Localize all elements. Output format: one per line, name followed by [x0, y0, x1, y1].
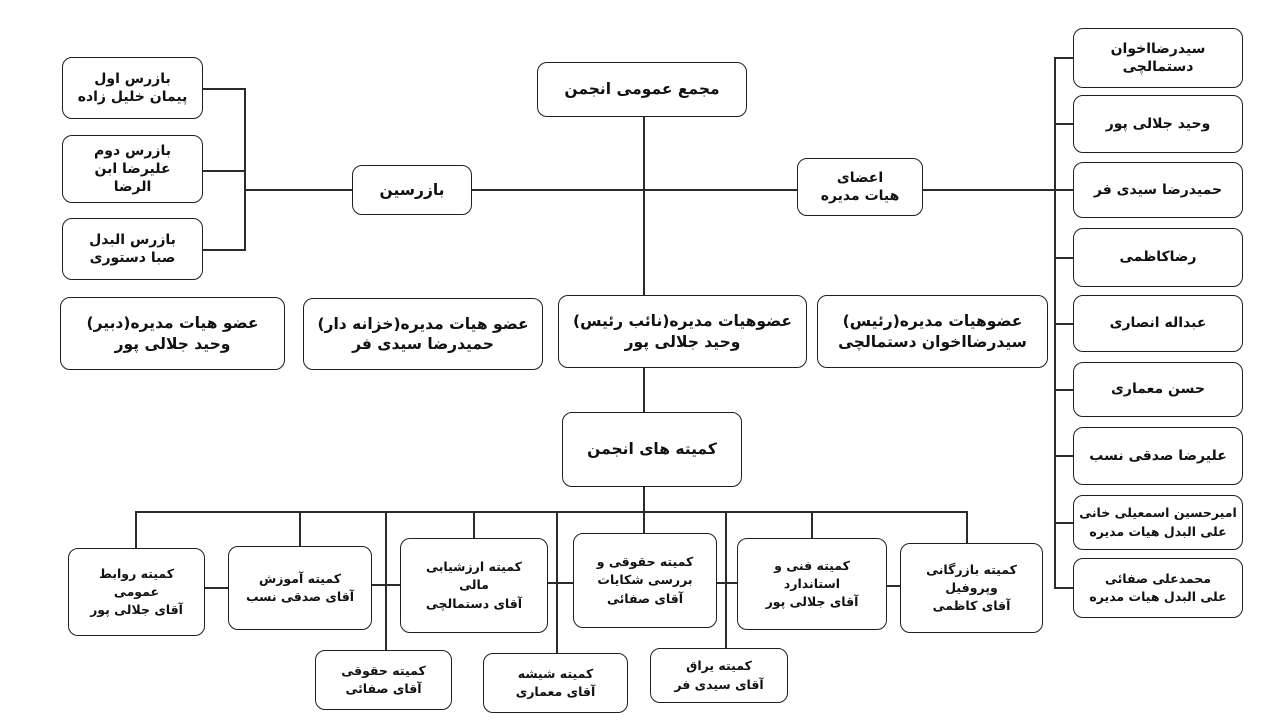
connector-line: [1055, 123, 1074, 125]
box-committee-commerce-profile: کمیته بازرگانی وپروفیل آقای کاظمی: [900, 543, 1043, 633]
box-inspectors-label: بازرسین: [352, 165, 472, 215]
connector-line: [1055, 455, 1074, 457]
box-board-member-6: حسن معماری: [1073, 362, 1243, 417]
connector-line: [136, 511, 968, 513]
connector-line: [203, 249, 245, 251]
connector-line: [717, 582, 737, 584]
connector-line: [1055, 522, 1074, 524]
box-committee-legal: کمیته حقوقی آقای صفائی: [315, 650, 452, 710]
box-committee-glass: کمیته شیشه آقای معماری: [483, 653, 628, 713]
box-officer-vice-president: عضوهیات مدیره(نائب رئیس) وحید جلالی پور: [558, 295, 807, 368]
connector-line: [135, 511, 137, 548]
connector-line: [385, 511, 387, 650]
connector-line: [244, 88, 246, 251]
connector-line: [887, 585, 900, 587]
connector-line: [1055, 389, 1074, 391]
box-officer-treasurer: عضو هیات مدیره(خزانه دار) حمیدرضا سیدی ف…: [303, 298, 543, 370]
box-inspector-second: بازرس دوم علیرضا ابن الرضا: [62, 135, 203, 203]
box-inspector-substitute: بازرس البدل صبا دستوری: [62, 218, 203, 280]
connector-line: [203, 170, 245, 172]
box-committee-legal-complaints: کمیته حقوقی و بررسی شکایات آقای صفائی: [573, 533, 717, 628]
box-committee-fittings: کمیته یراق آقای سیدی فر: [650, 648, 788, 703]
box-board-member-3: حمیدرضا سیدی فر: [1073, 162, 1243, 218]
connector-line: [205, 587, 228, 589]
box-board-member-7: علیرضا صدقی نسب: [1073, 427, 1243, 485]
connector-line: [473, 511, 475, 538]
connector-line: [1055, 57, 1074, 59]
connector-line: [643, 487, 645, 513]
connector-line: [548, 582, 573, 584]
connector-line: [1055, 323, 1074, 325]
box-inspector-first: بازرس اول پیمان خلیل زاده: [62, 57, 203, 119]
box-board-member-4: رضاکاظمی: [1073, 228, 1243, 287]
connector-line: [372, 584, 400, 586]
connector-line: [643, 511, 645, 533]
box-board-member-8: امیرحسین اسمعیلی خانی علی البدل هیات مدی…: [1073, 495, 1243, 550]
box-board-member-5: عبداله انصاری: [1073, 295, 1243, 352]
box-board-member-9: محمدعلی صفائی علی البدل هیات مدیره: [1073, 558, 1243, 618]
connector-line: [725, 511, 727, 648]
box-committees-label: کمیته های انجمن: [562, 412, 742, 487]
connector-line: [923, 189, 1055, 191]
connector-line: [299, 511, 301, 546]
connector-line: [811, 511, 813, 538]
box-officer-secretary: عضو هیات مدیره(دبیر) وحید جلالی پور: [60, 297, 285, 370]
box-officer-president: عضوهیات مدیره(رئیس) سیدرضااخوان دستمالچی: [817, 295, 1048, 368]
connector-line: [1055, 257, 1074, 259]
box-board-member-1: سیدرضااخوان دستمالچی: [1073, 28, 1243, 88]
connector-line: [1055, 189, 1074, 191]
connector-line: [643, 368, 645, 412]
box-committee-technical-standard: کمیته فنی و استاندارد آقای جلالی پور: [737, 538, 887, 630]
connector-line: [966, 511, 968, 543]
connector-line: [245, 189, 352, 191]
box-committee-education: کمیته آموزش آقای صدقی نسب: [228, 546, 372, 630]
box-general-assembly: مجمع عمومی انجمن: [537, 62, 747, 117]
box-committee-financial-evaluation: کمیته ارزشیابی مالی آقای دستمالچی: [400, 538, 548, 633]
box-board-member-2: وحید جلالی پور: [1073, 95, 1243, 153]
box-board-members-label: اعضای هیات مدیره: [797, 158, 923, 216]
connector-line: [472, 189, 798, 191]
box-committee-public-relations: کمیته روابط عمومی آقای جلالی پور: [68, 548, 205, 636]
connector-line: [1055, 587, 1074, 589]
connector-line: [203, 88, 245, 90]
connector-line: [643, 117, 645, 295]
